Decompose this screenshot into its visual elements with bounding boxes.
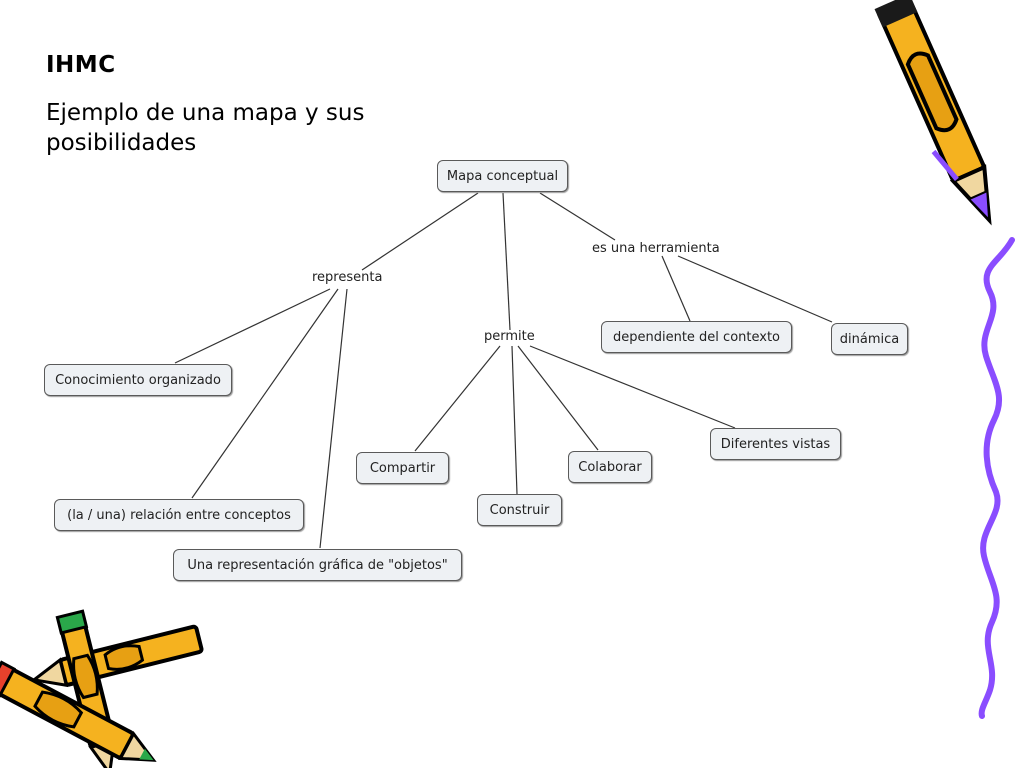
node-representacion-grafica[interactable]: Una representación gráfica de "objetos": [173, 549, 462, 581]
node-dependiente-del-contexto[interactable]: dependiente del contexto: [601, 321, 792, 353]
node-mapa-conceptual[interactable]: Mapa conceptual: [437, 160, 568, 192]
node-construir[interactable]: Construir: [477, 494, 562, 526]
connector-representa-conocimiento: [174, 288, 331, 364]
crossed-pencils-icon: [0, 609, 204, 768]
connector-mapa-permite: [502, 192, 511, 331]
link-permite: permite: [484, 329, 535, 344]
slide-title: IHMC: [46, 52, 116, 78]
node-diferentes-vistas[interactable]: Diferentes vistas: [710, 428, 841, 460]
link-representa: representa: [312, 270, 383, 285]
connector-mapa-representa: [361, 192, 479, 271]
node-dinamica[interactable]: dinámica: [831, 323, 908, 355]
link-es-una-herramienta: es una herramienta: [592, 241, 720, 256]
connector-lines: [174, 192, 833, 549]
node-relacion-entre-conceptos[interactable]: (la / una) relación entre conceptos: [54, 499, 304, 531]
node-conocimiento-organizado[interactable]: Conocimiento organizado: [44, 364, 232, 396]
node-compartir[interactable]: Compartir: [356, 452, 449, 484]
node-colaborar[interactable]: Colaborar: [568, 451, 652, 483]
connector-herramienta-dinamica: [677, 255, 833, 323]
squiggle-line: [978, 237, 1015, 719]
connector-permite-vistas: [529, 345, 736, 429]
connector-representa-relacion: [191, 288, 339, 499]
connector-herramienta-contexto: [661, 255, 691, 322]
connector-permite-construir: [511, 345, 518, 495]
slide-subtitle: Ejemplo de una mapa y sus posibilidades: [46, 100, 365, 156]
connector-permite-colaborar: [517, 345, 599, 451]
pencil-icon: [874, 0, 992, 226]
connector-mapa-herramienta: [539, 192, 616, 241]
connector-permite-compartir: [414, 345, 501, 452]
connector-representa-representacion: [319, 288, 348, 549]
